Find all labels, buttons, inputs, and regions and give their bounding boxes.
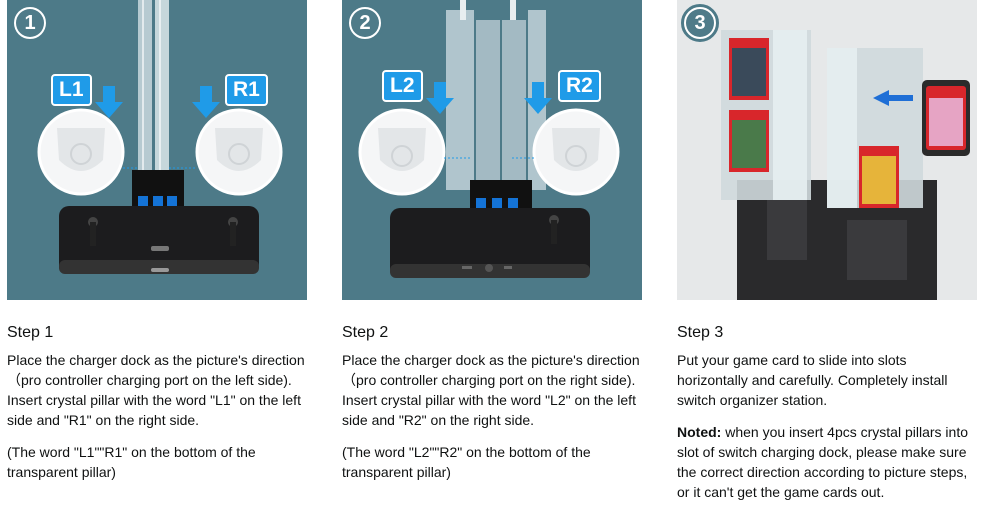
step-2-note: (The word "L2""R2" on the bottom of the … — [342, 444, 591, 480]
step-2-description: Place the charger dock as the picture's … — [342, 352, 640, 428]
organizer-illustration — [677, 0, 977, 300]
step-3-note-text: when you insert 4pcs crystal pillars int… — [677, 424, 968, 500]
label-l2-tag: L2 — [382, 70, 423, 102]
step-1-image: 1 L1 R1 — [7, 0, 307, 300]
label-r2-tag: R2 — [558, 70, 601, 102]
step-2-title: Step 2 — [342, 324, 389, 341]
dock-illustration-1 — [37, 0, 283, 274]
label-l1-tag: L1 — [51, 74, 92, 106]
step-3-note-label: Noted: — [677, 424, 722, 440]
dock-illustration-2 — [358, 0, 620, 278]
step-3-image: 3 — [677, 0, 977, 300]
step-2-image: 2 L2 R2 — [342, 0, 642, 300]
step-2: 2 L2 R2 Step 2 Place the charger dock as… — [342, 0, 642, 482]
step-1-description: Place the charger dock as the picture's … — [7, 352, 305, 428]
label-r1-tag: R1 — [225, 74, 268, 106]
step-3: 3 Step 3 Put your game card to slide int… — [677, 0, 977, 502]
step-3-number-badge: 3 — [681, 4, 719, 42]
step-1-number-badge: 1 — [11, 4, 49, 42]
step-1-note: (The word "L1""R1" on the bottom of the … — [7, 444, 256, 480]
step-3-note: Noted: when you insert 4pcs crystal pill… — [677, 422, 977, 502]
step-2-number-badge: 2 — [346, 4, 384, 42]
step-1-title: Step 1 — [7, 324, 54, 341]
step-1: 1 L1 R1 Step 1 Place the charger dock as… — [7, 0, 307, 482]
step-3-title: Step 3 — [677, 324, 724, 341]
step-3-description: Put your game card to slide into slots h… — [677, 352, 948, 408]
